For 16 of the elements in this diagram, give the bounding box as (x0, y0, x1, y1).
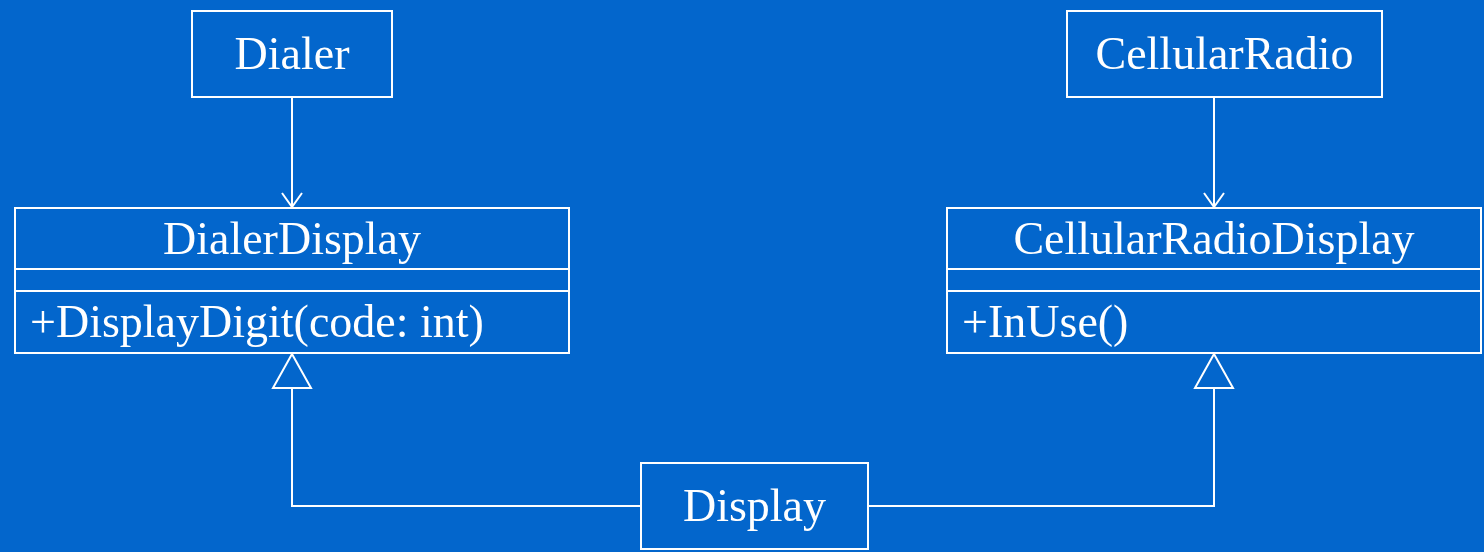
class-name: Dialer (234, 31, 350, 77)
class-name: CellularRadio (1095, 31, 1354, 77)
inheritance-arrow (272, 353, 641, 507)
association-arrow (1203, 97, 1225, 208)
class-name: CellularRadioDisplay (1013, 215, 1415, 262)
method-text: +DisplayDigit(code: int) (30, 299, 484, 345)
class-box (640, 462, 869, 550)
method-text: +InUse() (962, 299, 1129, 345)
inheritance-arrow (868, 353, 1234, 507)
class-box (191, 10, 393, 98)
class-name: Display (682, 483, 827, 529)
association-arrow (281, 97, 303, 208)
class-box (14, 207, 570, 354)
class-box (946, 207, 1482, 354)
class-box (1066, 10, 1383, 98)
class-name: DialerDisplay (163, 215, 421, 262)
